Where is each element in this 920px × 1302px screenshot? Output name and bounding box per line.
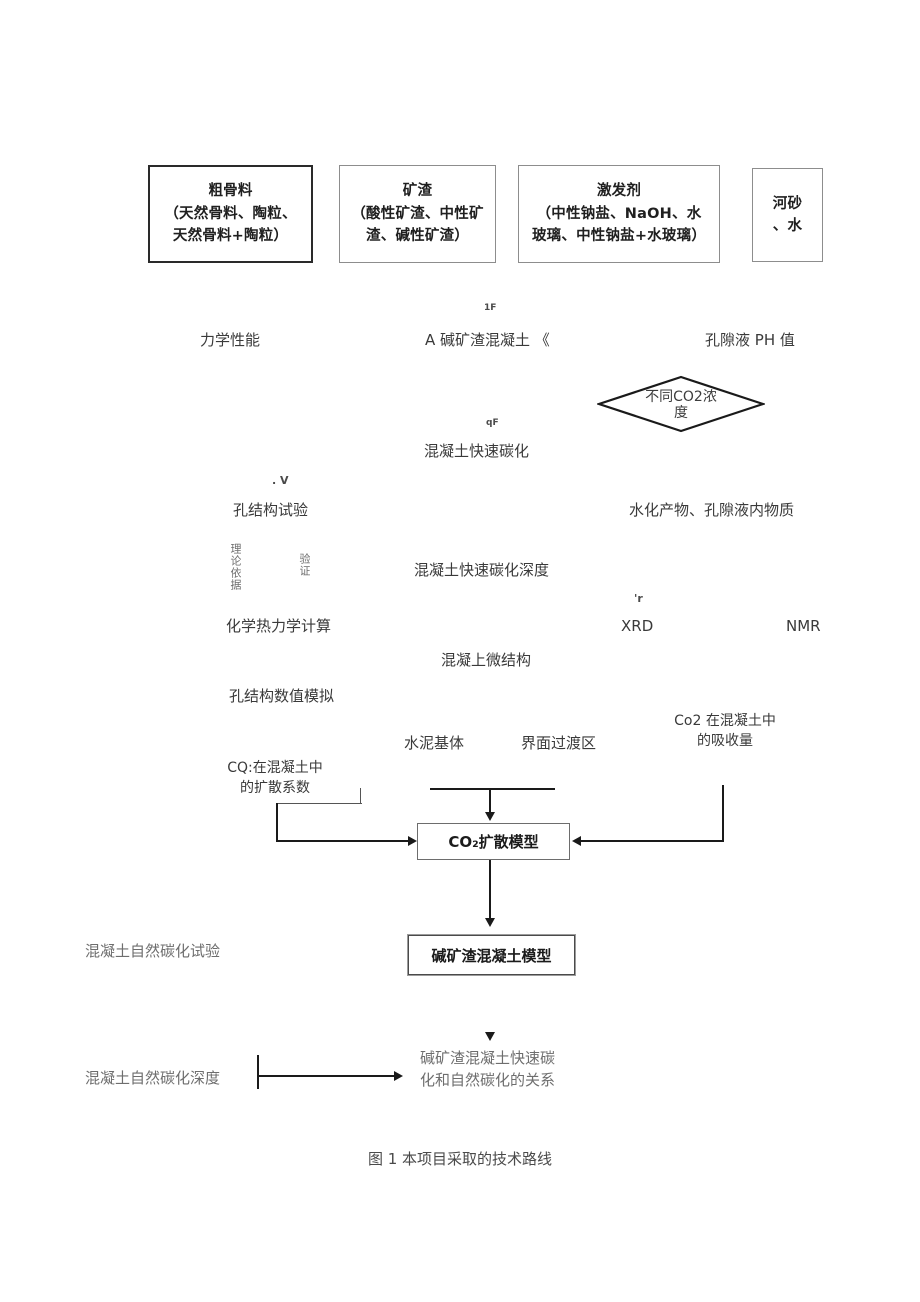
model-box-alkali-slag-concrete-label: 碱矿渣混凝土模型 <box>431 946 552 965</box>
arrow-into-alkali-slag-model <box>485 918 495 927</box>
label-interfacial-transition-zone: 界面过渡区 <box>521 734 597 752</box>
material-box-slag: 矿渣 （酸性矿渣、中性矿 渣、碱性矿渣） <box>339 165 496 263</box>
scan-artifact-v: . V <box>272 474 289 487</box>
material-box-coarse-aggregate: 粗骨料 （天然骨料、陶粒、 天然骨料+陶粒） <box>148 165 313 263</box>
label-hydration-products: 水化产物、孔隙液内物质 <box>629 501 795 519</box>
connector-right-into-model <box>580 840 724 842</box>
label-pore-structure-test: 孔结构试验 <box>233 501 309 519</box>
material-box-activator-label: 激发剂 （中性钠盐、NaOH、水 玻璃、中性钠盐+水玻璃） <box>531 183 707 245</box>
scan-artifact-r: 'r <box>634 592 643 605</box>
scan-artifact-1f: 1F <box>484 303 497 313</box>
connector-left-stub-vertical <box>360 788 361 804</box>
connector-left-down <box>276 803 278 841</box>
label-thermodynamic-calculation: 化学热力学计算 <box>226 617 332 635</box>
label-mechanical-properties: 力学性能 <box>200 331 261 349</box>
material-box-sand-water-label: 河砂 、水 <box>772 195 803 234</box>
label-rapid-carbonation-depth: 混凝土快速碳化深度 <box>414 561 550 579</box>
model-box-alkali-slag-concrete: 碱矿渣混凝土模型 <box>408 935 575 975</box>
label-pore-solution-ph: 孔隙液 PH 值 <box>705 331 795 349</box>
arrow-into-relation-label <box>394 1071 403 1081</box>
diamond-shape <box>597 375 765 433</box>
label-relation-rapid-natural: 碱矿渣混凝土快速碳 化和自然碳化的关系 <box>419 1049 555 1089</box>
label-pore-numeric-simulation: 孔结构数值模拟 <box>229 687 335 705</box>
arrow-into-relation-block <box>485 1032 495 1041</box>
label-natural-carbonation-depth: 混凝土自然碳化深度 <box>85 1069 221 1087</box>
label-rapid-carbonation: 混凝土快速碳化 <box>424 442 530 460</box>
connector-model-to-model <box>489 860 491 920</box>
figure-caption: 图 1 本项目采取的技术路线 <box>367 1150 553 1168</box>
label-xrd: XRD <box>621 617 654 635</box>
material-box-activator: 激发剂 （中性钠盐、NaOH、水 玻璃、中性钠盐+水玻璃） <box>518 165 720 263</box>
material-box-slag-label: 矿渣 （酸性矿渣、中性矿 渣、碱性矿渣） <box>351 183 484 245</box>
connector-bottom-horizontal <box>257 1075 397 1077</box>
vertical-label-verification: 验证 <box>299 553 310 577</box>
label-co2-diffusion-coefficient: CQ:在混凝土中 的扩散系数 <box>227 760 323 797</box>
connector-left-into-model <box>276 840 411 842</box>
connector-left-stub-horizontal <box>276 803 362 804</box>
model-box-co2-diffusion-label: CO₂扩散模型 <box>448 833 539 851</box>
decision-co2-concentration: 不同CO2浓 度 <box>597 375 765 433</box>
label-cement-matrix: 水泥基体 <box>404 734 465 752</box>
label-alkali-slag-concrete: A 碱矿渣混凝土 《 <box>425 331 550 349</box>
label-nmr: NMR <box>786 617 821 635</box>
arrow-into-co2-model-left <box>408 836 417 846</box>
arrow-into-co2-model-right <box>572 836 581 846</box>
arrow-into-co2-model-top <box>485 812 495 821</box>
material-box-coarse-aggregate-label: 粗骨料 （天然骨料、陶粒、 天然骨料+陶粒） <box>164 183 297 245</box>
connector-right-down <box>722 785 724 841</box>
label-co2-absorption: Co2 在混凝土中 的吸收量 <box>674 713 776 750</box>
label-natural-carbonation-test: 混凝土自然碳化试验 <box>85 942 221 960</box>
connector-top-bus <box>430 788 555 790</box>
label-concrete-microstructure: 混凝上微结构 <box>441 651 532 669</box>
connector-top-bus-down <box>489 788 491 814</box>
model-box-co2-diffusion: CO₂扩散模型 <box>417 823 570 860</box>
vertical-label-theory-basis: 理论依据 <box>230 543 241 591</box>
material-box-sand-water: 河砂 、水 <box>752 168 823 262</box>
connector-bottom-tick <box>257 1055 259 1089</box>
scan-artifact-qf: qF <box>486 418 499 428</box>
